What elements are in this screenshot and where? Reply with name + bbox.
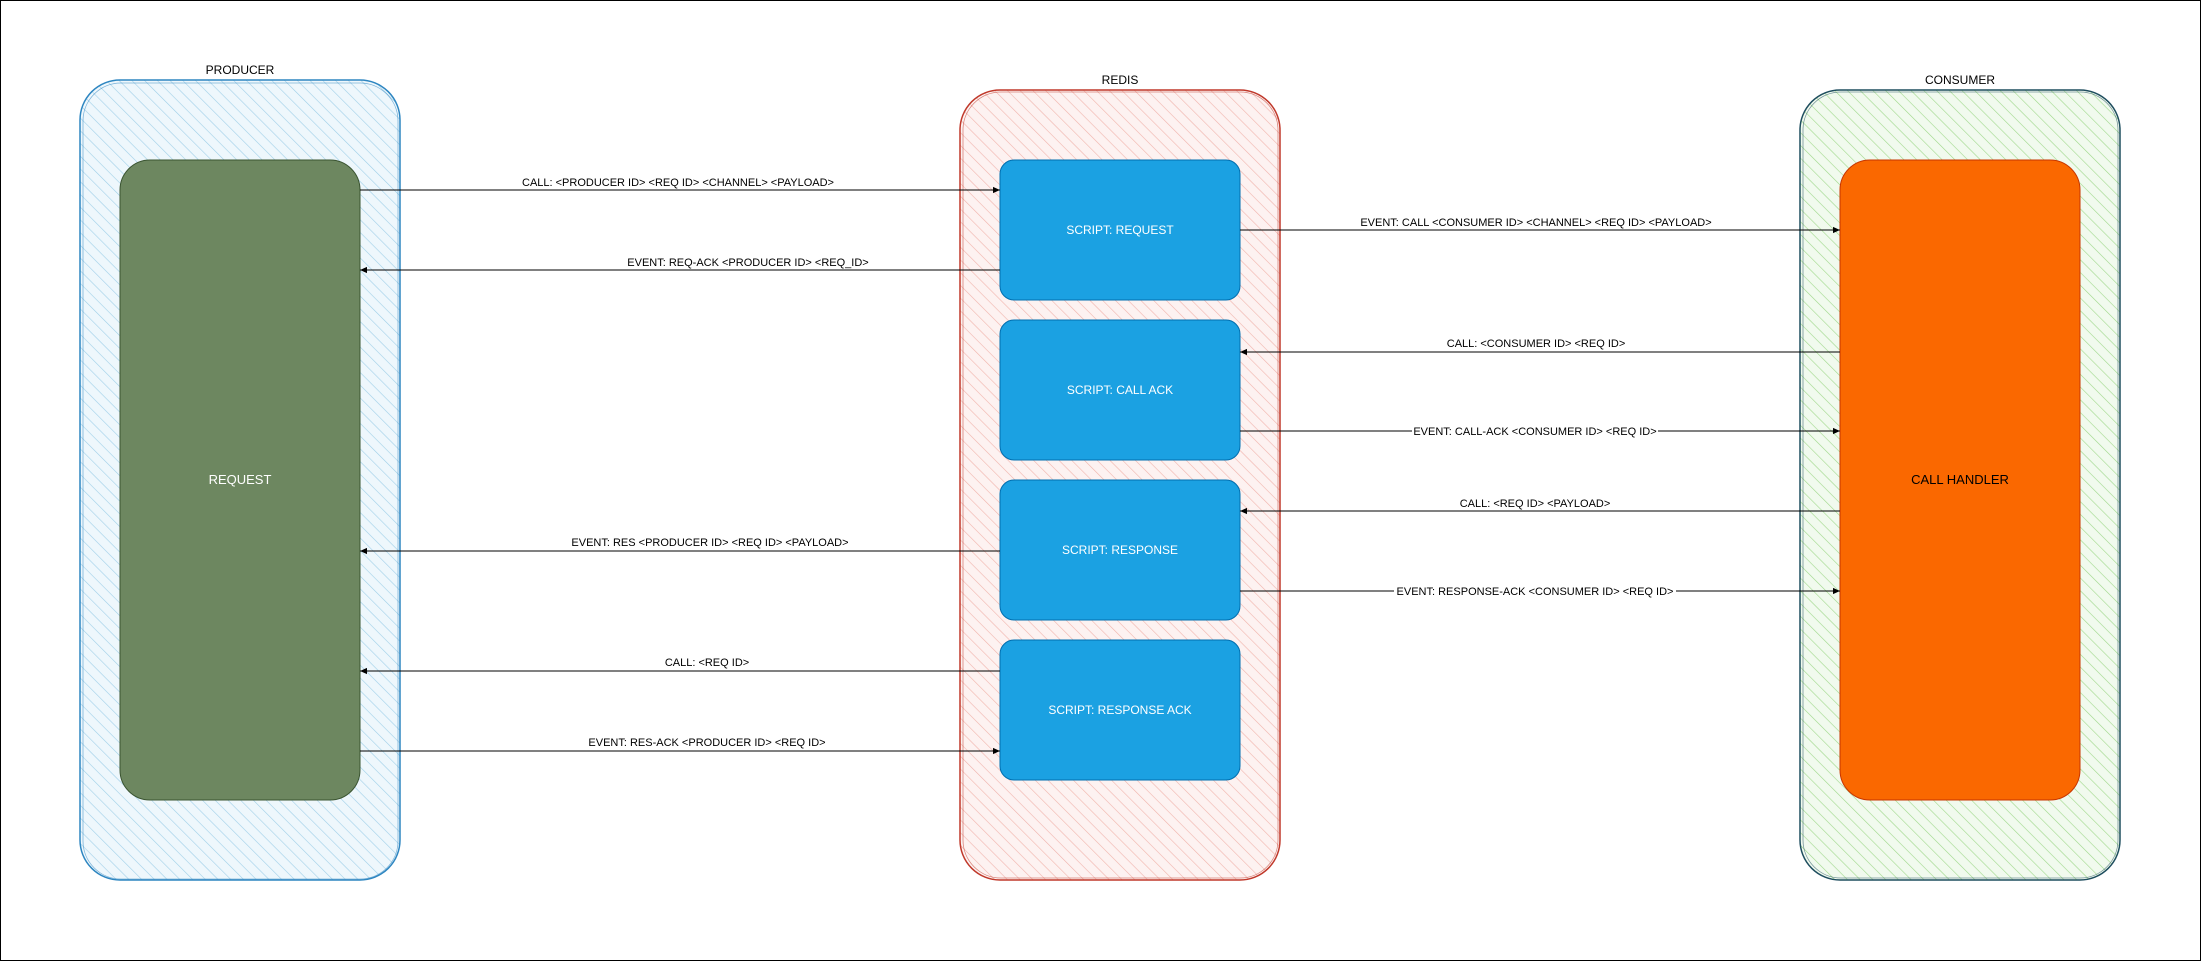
edge-call-payload: CALL: <REQ ID> <PAYLOAD> bbox=[1240, 498, 1840, 515]
edge-event-call: EVENT: CALL <CONSUMER ID> <CHANNEL> <REQ… bbox=[1240, 217, 1840, 234]
edge-consumer-call: CALL: <CONSUMER ID> <REQ ID> bbox=[1240, 338, 1840, 356]
redis-label: REDIS bbox=[1102, 73, 1139, 87]
call-handler-node: CALL HANDLER bbox=[1839, 159, 2081, 801]
request-node-label: REQUEST bbox=[209, 472, 272, 487]
producer-label: PRODUCER bbox=[206, 63, 275, 77]
script-response-node: SCRIPT: RESPONSE bbox=[999, 479, 1241, 621]
script-resack-node: SCRIPT: RESPONSE ACK bbox=[999, 639, 1241, 781]
edge-call-ack-label: EVENT: CALL-ACK <CONSUMER ID> <REQ ID> bbox=[1413, 426, 1656, 438]
script-request-label: SCRIPT: REQUEST bbox=[1066, 223, 1174, 237]
script-resack-label: SCRIPT: RESPONSE ACK bbox=[1048, 703, 1191, 717]
consumer-label: CONSUMER bbox=[1925, 73, 1995, 87]
request-node: REQUEST bbox=[119, 159, 361, 801]
script-callack-label: SCRIPT: CALL ACK bbox=[1067, 383, 1173, 397]
edge-response-ack: EVENT: RESPONSE-ACK <CONSUMER ID> <REQ I… bbox=[1240, 584, 1840, 598]
edge-req-ack-label: EVENT: REQ-ACK <PRODUCER ID> <REQ_ID> bbox=[627, 257, 868, 269]
edge-req-ack: EVENT: REQ-ACK <PRODUCER ID> <REQ_ID> bbox=[360, 257, 1000, 274]
edge-event-call-label: EVENT: CALL <CONSUMER ID> <CHANNEL> <REQ… bbox=[1360, 217, 1711, 229]
script-response-label: SCRIPT: RESPONSE bbox=[1062, 543, 1178, 557]
edge-consumer-call-label: CALL: <CONSUMER ID> <REQ ID> bbox=[1447, 338, 1626, 350]
edge-call-reqid-label: CALL: <REQ ID> bbox=[665, 657, 749, 669]
edge-call-reqid: CALL: <REQ ID> bbox=[360, 657, 1000, 675]
edge-call-ack: EVENT: CALL-ACK <CONSUMER ID> <REQ ID> bbox=[1240, 424, 1840, 438]
edge-call-label: CALL: <PRODUCER ID> <REQ ID> <CHANNEL> <… bbox=[522, 177, 834, 189]
edge-response-ack-label: EVENT: RESPONSE-ACK <CONSUMER ID> <REQ I… bbox=[1397, 586, 1674, 598]
edge-event-res-label: EVENT: RES <PRODUCER ID> <REQ ID> <PAYLO… bbox=[571, 537, 848, 549]
edge-call: CALL: <PRODUCER ID> <REQ ID> <CHANNEL> <… bbox=[360, 177, 1000, 194]
edge-event-res: EVENT: RES <PRODUCER ID> <REQ ID> <PAYLO… bbox=[360, 537, 1000, 555]
call-handler-label: CALL HANDLER bbox=[1911, 472, 2009, 487]
script-callack-node: SCRIPT: CALL ACK bbox=[999, 319, 1241, 461]
edge-res-ack-label: EVENT: RES-ACK <PRODUCER ID> <REQ ID> bbox=[588, 737, 825, 749]
script-request-node: SCRIPT: REQUEST bbox=[999, 159, 1241, 301]
edge-call-payload-label: CALL: <REQ ID> <PAYLOAD> bbox=[1460, 498, 1611, 510]
edge-res-ack: EVENT: RES-ACK <PRODUCER ID> <REQ ID> bbox=[360, 737, 1000, 755]
